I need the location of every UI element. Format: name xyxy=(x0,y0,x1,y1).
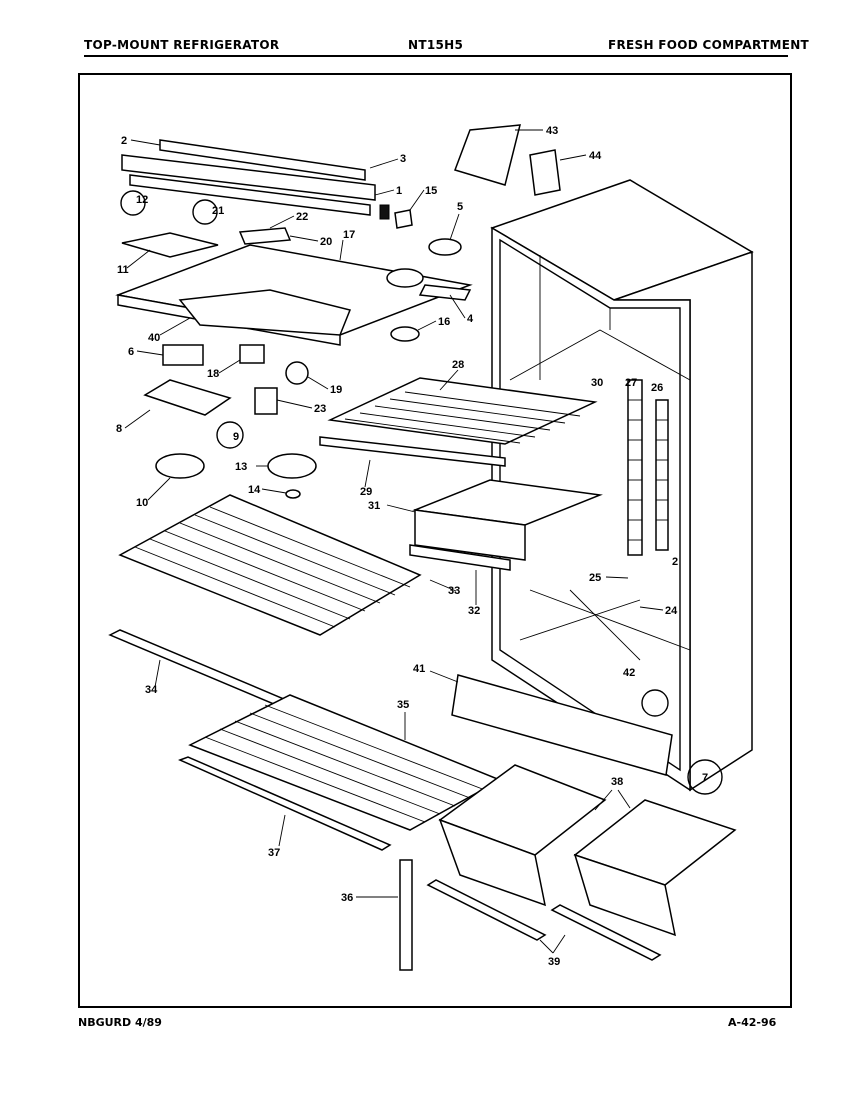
crisper-drawers xyxy=(438,764,737,937)
callout-39: 39 xyxy=(548,956,560,968)
callout-16: 16 xyxy=(438,316,450,328)
callout-7: 7 xyxy=(702,772,708,784)
footer-reference: A-42-96 xyxy=(728,1016,777,1029)
callout-18: 18 xyxy=(207,368,219,380)
callout-30: 30 xyxy=(591,377,603,389)
callout-6: 6 xyxy=(128,346,134,358)
fastener-12 xyxy=(120,190,146,216)
drawer-rail-left xyxy=(426,879,547,941)
callout-15: 15 xyxy=(425,185,437,197)
knob-13 xyxy=(267,453,317,479)
header-title: TOP-MOUNT REFRIGERATOR xyxy=(84,38,280,52)
callout-3: 3 xyxy=(400,153,406,165)
callout-2b: 2 xyxy=(672,556,678,568)
header-rule xyxy=(84,55,788,57)
callout-1: 1 xyxy=(396,185,402,197)
callout-44: 44 xyxy=(589,150,602,162)
top-trim-strips xyxy=(121,139,390,220)
header-section: FRESH FOOD COMPARTMENT xyxy=(608,38,810,52)
callout-41: 41 xyxy=(413,663,425,675)
leader-lines xyxy=(124,129,664,954)
mounting-bracket xyxy=(454,124,521,186)
callout-labels: 2 3 1 15 5 43 44 12 21 22 20 17 11 4 16 … xyxy=(116,125,708,968)
callout-2: 2 xyxy=(121,135,127,147)
callout-21: 21 xyxy=(212,205,224,217)
callout-5: 5 xyxy=(457,201,463,213)
callout-34: 34 xyxy=(145,684,158,696)
thermostat-15 xyxy=(394,209,413,229)
callout-38: 38 xyxy=(611,776,623,788)
bracket-8 xyxy=(143,379,232,416)
leveler-7-detail xyxy=(687,759,723,795)
header-model: NT15H5 xyxy=(408,38,464,52)
bracket-clip xyxy=(529,149,561,196)
callout-22: 22 xyxy=(296,211,308,223)
callout-42: 42 xyxy=(623,667,635,679)
part-42-detail xyxy=(641,689,669,717)
callout-37: 37 xyxy=(268,847,280,859)
callout-14: 14 xyxy=(248,484,261,496)
callout-9: 9 xyxy=(233,431,239,443)
callout-43: 43 xyxy=(546,125,558,137)
knob-5 xyxy=(428,238,462,256)
callout-25: 25 xyxy=(589,572,601,584)
diagram-frame xyxy=(78,73,792,1008)
socket-18 xyxy=(239,344,265,364)
relay-23 xyxy=(254,387,278,415)
callout-35: 35 xyxy=(397,699,409,711)
callout-19: 19 xyxy=(330,384,342,396)
callout-13: 13 xyxy=(235,461,247,473)
callout-32: 32 xyxy=(468,605,480,617)
cabinet xyxy=(490,179,754,792)
shelf-rail-37 xyxy=(178,756,392,851)
drawer-rail-right xyxy=(550,904,662,961)
callout-12: 12 xyxy=(136,194,148,206)
control-housing xyxy=(115,244,473,346)
lamp-19 xyxy=(285,361,309,385)
socket-plate xyxy=(238,227,292,245)
callout-8: 8 xyxy=(116,423,122,435)
callout-20: 20 xyxy=(320,236,332,248)
fastener-21 xyxy=(192,199,218,225)
callout-36: 36 xyxy=(341,892,353,904)
knob-10 xyxy=(155,453,205,479)
callout-17: 17 xyxy=(343,229,355,241)
callout-29: 29 xyxy=(360,486,372,498)
screw-9 xyxy=(216,421,244,449)
callout-27: 27 xyxy=(625,377,637,389)
callout-28: 28 xyxy=(452,359,464,371)
shelf-support-36 xyxy=(399,859,413,971)
part-14 xyxy=(285,489,301,499)
callout-4: 4 xyxy=(467,313,474,325)
light-cover-11 xyxy=(121,232,219,258)
footer-code: NBGURD 4/89 xyxy=(78,1016,162,1029)
crisper-cover-41 xyxy=(451,674,673,776)
callout-31: 31 xyxy=(368,500,380,512)
meat-keeper xyxy=(409,479,603,571)
knob-16 xyxy=(390,326,420,342)
callout-40: 40 xyxy=(148,332,160,344)
callout-11: 11 xyxy=(117,264,129,276)
callout-33: 33 xyxy=(448,585,460,597)
callout-23: 23 xyxy=(314,403,326,415)
callout-10: 10 xyxy=(136,497,148,509)
switch-6 xyxy=(162,344,204,366)
callout-26: 26 xyxy=(651,382,663,394)
upper-shelf xyxy=(319,377,598,467)
wire-shelf-large xyxy=(118,494,422,636)
callout-24: 24 xyxy=(665,605,678,617)
